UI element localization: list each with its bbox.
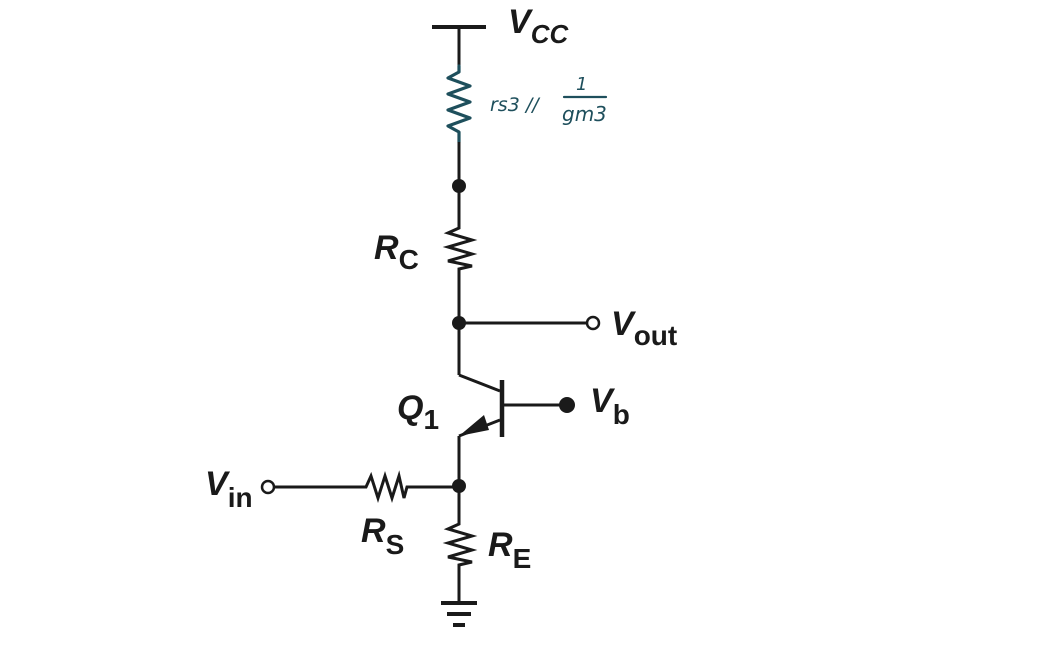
resistor-rc	[442, 224, 478, 272]
re-label-main: R	[488, 526, 513, 564]
rs-label-sub: S	[386, 529, 405, 560]
re-label: RE	[488, 526, 531, 574]
vcc-label-main: V	[508, 3, 534, 41]
vcc-label-sub: CC	[531, 19, 570, 49]
vout-label-sub: out	[634, 320, 678, 351]
vin-label-sub: in	[228, 482, 253, 513]
resistor-rs	[362, 470, 410, 503]
vcc-label: VCC	[508, 3, 569, 49]
rc-label-main: R	[374, 229, 399, 267]
q1-label-sub: 1	[423, 404, 439, 435]
rs-label-main: R	[361, 512, 386, 550]
vb-node	[559, 397, 575, 413]
vin-label-main: V	[205, 465, 231, 503]
q1-label-main: Q	[397, 389, 423, 427]
vin-terminal	[260, 479, 276, 495]
vout-label-main: V	[611, 305, 637, 343]
rc-label: RC	[374, 229, 419, 275]
resistor-re	[442, 520, 478, 568]
vout-terminal	[585, 315, 601, 331]
vb-label-main: V	[590, 382, 616, 420]
ground-icon	[441, 601, 477, 627]
re-label-sub: E	[513, 543, 532, 574]
q1-collector	[458, 373, 501, 393]
handwritten-resistor	[446, 64, 472, 144]
rs-label: RS	[361, 512, 404, 560]
annotation-numerator: 1	[576, 74, 587, 95]
q1-label: Q1	[397, 389, 439, 435]
handwritten-annotation: rs3 // 1 gm3	[490, 74, 608, 126]
annotation-left: rs3 //	[490, 94, 541, 116]
vout-label: Vout	[611, 305, 677, 351]
q1-emitter-arrow	[459, 415, 489, 436]
rc-label-sub: C	[399, 244, 419, 275]
vb-label-sub: b	[613, 399, 630, 430]
vin-label: Vin	[205, 465, 253, 513]
vb-label: Vb	[590, 382, 630, 430]
annotation-denominator: gm3	[562, 102, 607, 126]
